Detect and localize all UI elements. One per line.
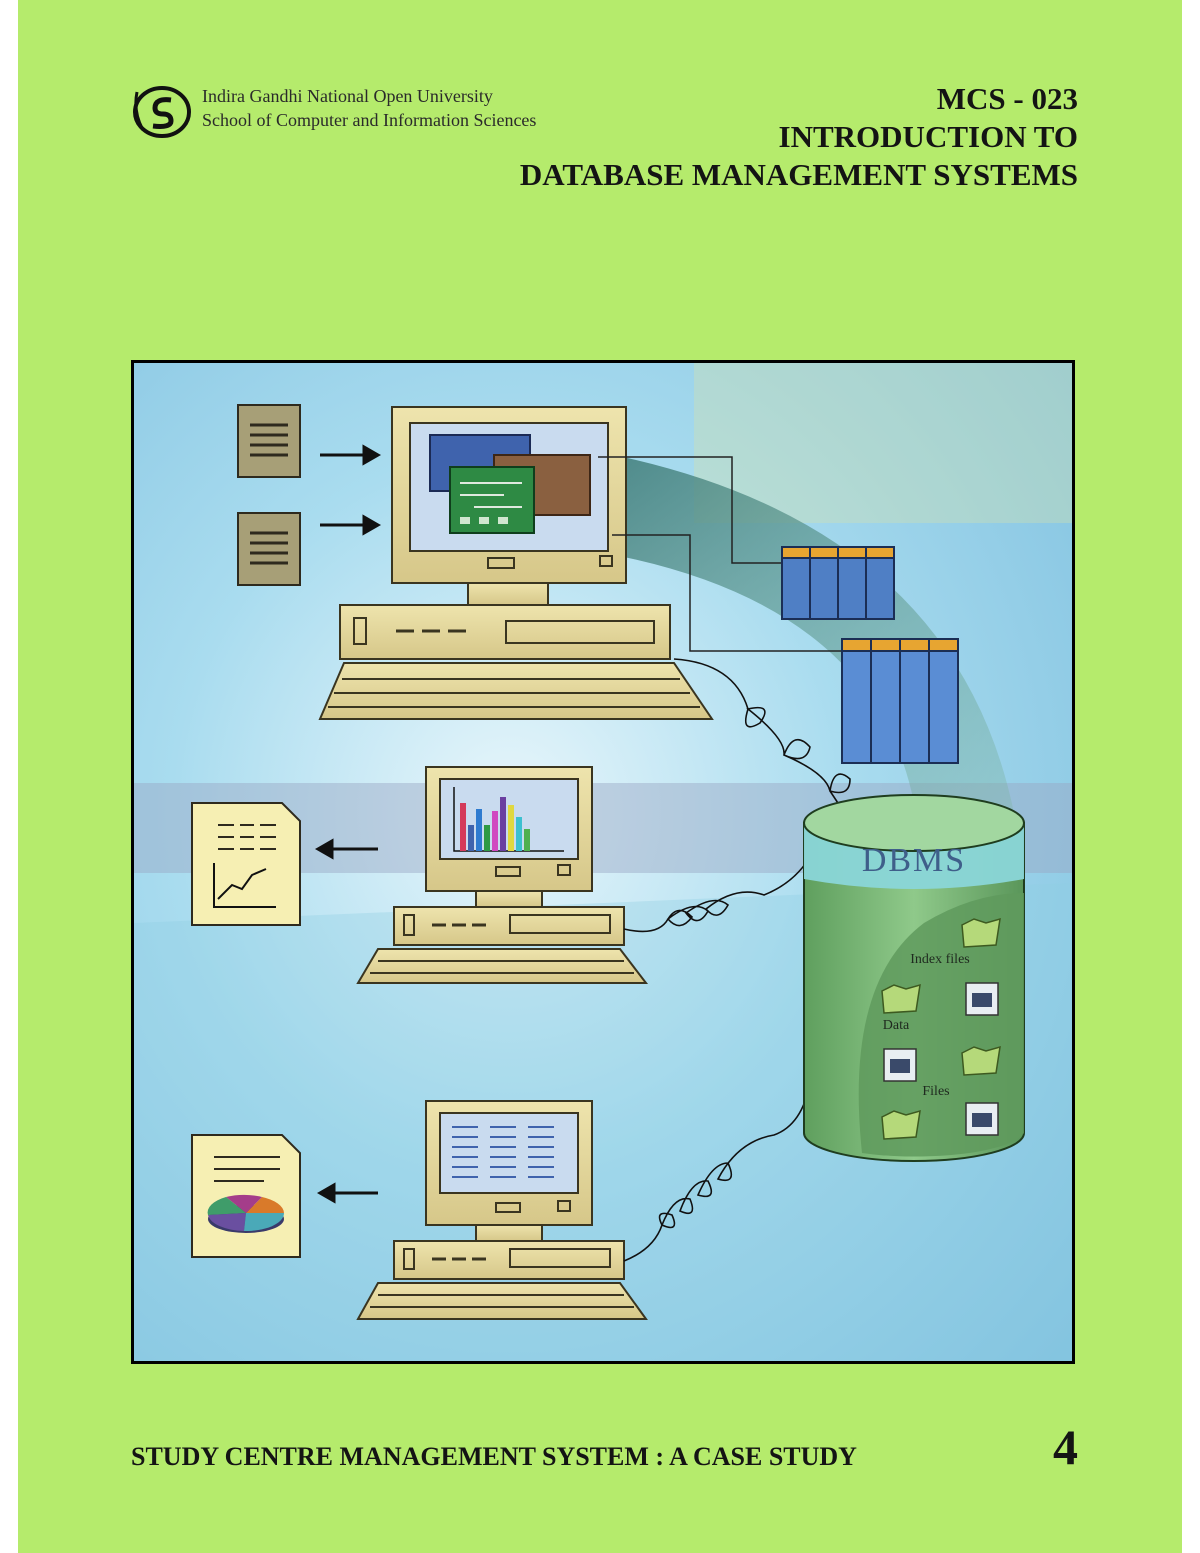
- input-document-icon: [237, 404, 301, 478]
- workstation-computer-3: [356, 1100, 648, 1320]
- university-name: Indira Gandhi National Open University: [202, 86, 493, 106]
- arrow-left-icon: [316, 1182, 378, 1204]
- course-title-line-1: INTRODUCTION TO: [778, 119, 1078, 154]
- arrow-left-icon: [314, 838, 378, 860]
- dbms-database-icon: DBMS Index files Data Files: [803, 794, 1025, 1162]
- course-title-line-2: DATABASE MANAGEMENT SYSTEMS: [519, 157, 1078, 192]
- index-files-label: Index files: [910, 952, 969, 967]
- data-label: Data: [883, 1018, 910, 1033]
- report-document-icon: [191, 802, 301, 926]
- files-label: Files: [922, 1084, 949, 1099]
- relation-table-icon: [841, 638, 959, 764]
- input-document-icon: [237, 512, 301, 586]
- bar-chart-icon: [460, 797, 530, 851]
- cover-page: Indira Gandhi National Open University S…: [18, 0, 1182, 1553]
- relation-table-icon: [781, 546, 895, 620]
- course-code: MCS - 023: [936, 81, 1078, 116]
- cover-illustration: DBMS Index files Data Files: [131, 360, 1075, 1364]
- course-title-block: MCS - 023 INTRODUCTION TO DATABASE MANAG…: [520, 80, 1078, 194]
- workstation-computer-2: [356, 766, 649, 984]
- block-number: 4: [1053, 1419, 1078, 1475]
- pie-chart-document-icon: [191, 1134, 301, 1258]
- arrow-right-icon: [320, 444, 382, 536]
- dbms-label: DBMS: [862, 842, 966, 879]
- ignou-logo-icon: [133, 86, 191, 138]
- institution-name: Indira Gandhi National Open University S…: [202, 84, 536, 132]
- block-title: STUDY CENTRE MANAGEMENT SYSTEM : A CASE …: [131, 1442, 857, 1471]
- workstation-computer-1: [318, 406, 714, 720]
- school-name: School of Computer and Information Scien…: [202, 110, 537, 130]
- spreadsheet-file-icon: [883, 982, 999, 1136]
- folder-icon: [881, 917, 1001, 1140]
- text-list-icon: [452, 1126, 554, 1178]
